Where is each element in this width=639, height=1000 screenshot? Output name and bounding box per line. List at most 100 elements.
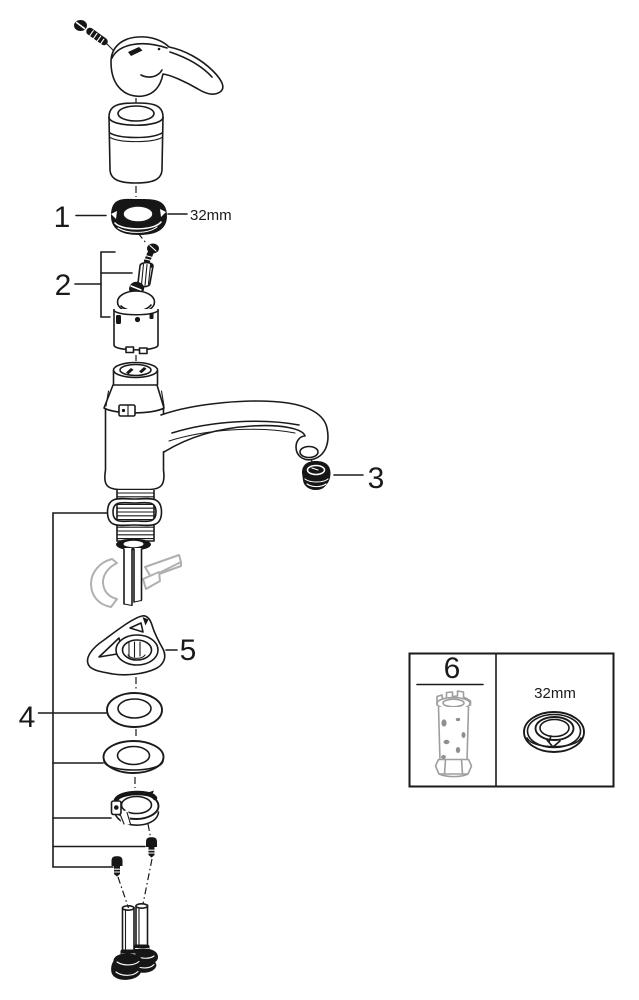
callout-3-number: 3 xyxy=(368,462,385,495)
handle-screw xyxy=(74,20,116,53)
tube-ends xyxy=(123,599,143,607)
callout-2: 2 xyxy=(55,251,133,318)
callout-4-number: 4 xyxy=(19,701,36,734)
cone-seam xyxy=(105,390,110,407)
deck-plate-edge xyxy=(150,562,182,578)
screw-threads xyxy=(88,30,105,45)
tool-base-facet xyxy=(443,759,447,775)
adapter-rib xyxy=(144,263,148,287)
hose-ends-in-hole xyxy=(128,641,141,658)
tool-base-bottom xyxy=(438,773,469,778)
ghost-mounting-deck xyxy=(90,554,182,608)
hose-tube-fill xyxy=(122,908,134,951)
o-ring xyxy=(106,497,163,527)
spout-tip-opening xyxy=(299,445,319,459)
cartridge-shoulder xyxy=(113,310,159,316)
wing-nut xyxy=(86,615,166,676)
cap-body xyxy=(108,102,164,184)
hose-tube-top xyxy=(135,902,149,909)
adapter-rib xyxy=(140,263,145,286)
collar-gap-edge xyxy=(119,813,125,825)
nut-highlight xyxy=(116,960,140,966)
handle-top-face xyxy=(111,42,168,59)
spout-crease-1 xyxy=(171,420,300,434)
callout-1: 1 32mm xyxy=(54,201,232,234)
washer-thick-edge xyxy=(103,760,164,771)
cartridge-mark xyxy=(116,315,121,324)
ring-nut-32mm-icon xyxy=(523,711,585,753)
handle-dome-cap xyxy=(108,102,164,184)
hose-end-arc xyxy=(127,654,146,659)
ring-nut-facet-left xyxy=(111,211,117,219)
ring-hole xyxy=(539,718,570,738)
body-column xyxy=(104,408,165,491)
parts-box-cell-tool: 6 xyxy=(416,652,484,778)
tool-hole xyxy=(455,717,461,722)
axis-dash xyxy=(137,232,147,244)
tool-hole xyxy=(441,719,447,727)
tube-fill xyxy=(134,548,142,601)
ring-nut-highlight-2 xyxy=(117,226,158,233)
callout-1-number: 1 xyxy=(54,201,71,234)
deck-crescent xyxy=(90,558,118,608)
deck-wedge xyxy=(142,571,161,590)
seat-slot xyxy=(139,367,147,374)
cartridge-screw-thread xyxy=(144,254,154,259)
parts-box-cell-ring: 32mm xyxy=(523,685,585,753)
body-tab-detail xyxy=(118,404,136,417)
body-top-opening xyxy=(119,363,152,377)
tube-fill xyxy=(124,548,132,604)
tube-walls xyxy=(123,548,143,606)
deck-plate xyxy=(144,554,182,578)
callout-6-number: 6 xyxy=(444,652,461,685)
service-tool-icon xyxy=(434,690,473,778)
supply-hoses xyxy=(111,902,158,980)
tool-base-facet xyxy=(460,759,464,775)
spout-crease-2 xyxy=(168,428,296,442)
callout-5: 5 xyxy=(165,634,197,667)
cartridge-screw-slot xyxy=(149,244,157,252)
tool-hole xyxy=(455,747,461,753)
axis-dash xyxy=(142,858,153,905)
hose-tube-top xyxy=(121,904,135,911)
hose-tube-walls xyxy=(135,904,149,947)
cartridge xyxy=(113,281,159,355)
axis-dash xyxy=(117,876,130,909)
adapter-rib xyxy=(147,264,152,285)
hose-tube-fill xyxy=(136,906,148,946)
screw-slot xyxy=(75,21,86,30)
supply-tubes-upper xyxy=(123,548,143,607)
cap-opening xyxy=(117,105,155,122)
screw-shaft xyxy=(86,27,108,46)
cap-rim xyxy=(108,116,164,126)
neck-walls xyxy=(112,370,159,385)
callout-3: 3 xyxy=(333,462,385,495)
cartridge-screw-thread xyxy=(144,258,153,262)
tool-crown-hole xyxy=(442,698,465,708)
collar-notch xyxy=(145,790,154,798)
axis-dash xyxy=(147,823,152,838)
mounting-collar xyxy=(110,790,160,826)
tool-hole xyxy=(461,732,466,738)
washer-thick-hole xyxy=(116,745,151,766)
ring-nut-hole xyxy=(122,205,154,223)
cartridge-screw xyxy=(144,243,159,264)
collar-gap-edge xyxy=(126,811,132,825)
aerator-band-2 xyxy=(306,483,327,488)
ring-second xyxy=(526,713,582,749)
spout-outline xyxy=(160,400,329,461)
handle-dot xyxy=(157,47,161,51)
shank-end-hole xyxy=(123,540,144,548)
lever-handle xyxy=(110,36,224,97)
collar-rim-shade xyxy=(113,790,158,803)
cartridge-tab xyxy=(138,347,148,355)
cartridge-stem-slot xyxy=(130,285,142,291)
ring-nut xyxy=(111,198,167,235)
callout-5-number: 5 xyxy=(180,634,197,667)
tool-base xyxy=(434,758,473,775)
body-tab-dot xyxy=(121,408,126,413)
cartridge-mark xyxy=(134,316,141,323)
ring-nut-facet-right xyxy=(160,209,166,217)
callout-4-bracket xyxy=(52,512,114,868)
